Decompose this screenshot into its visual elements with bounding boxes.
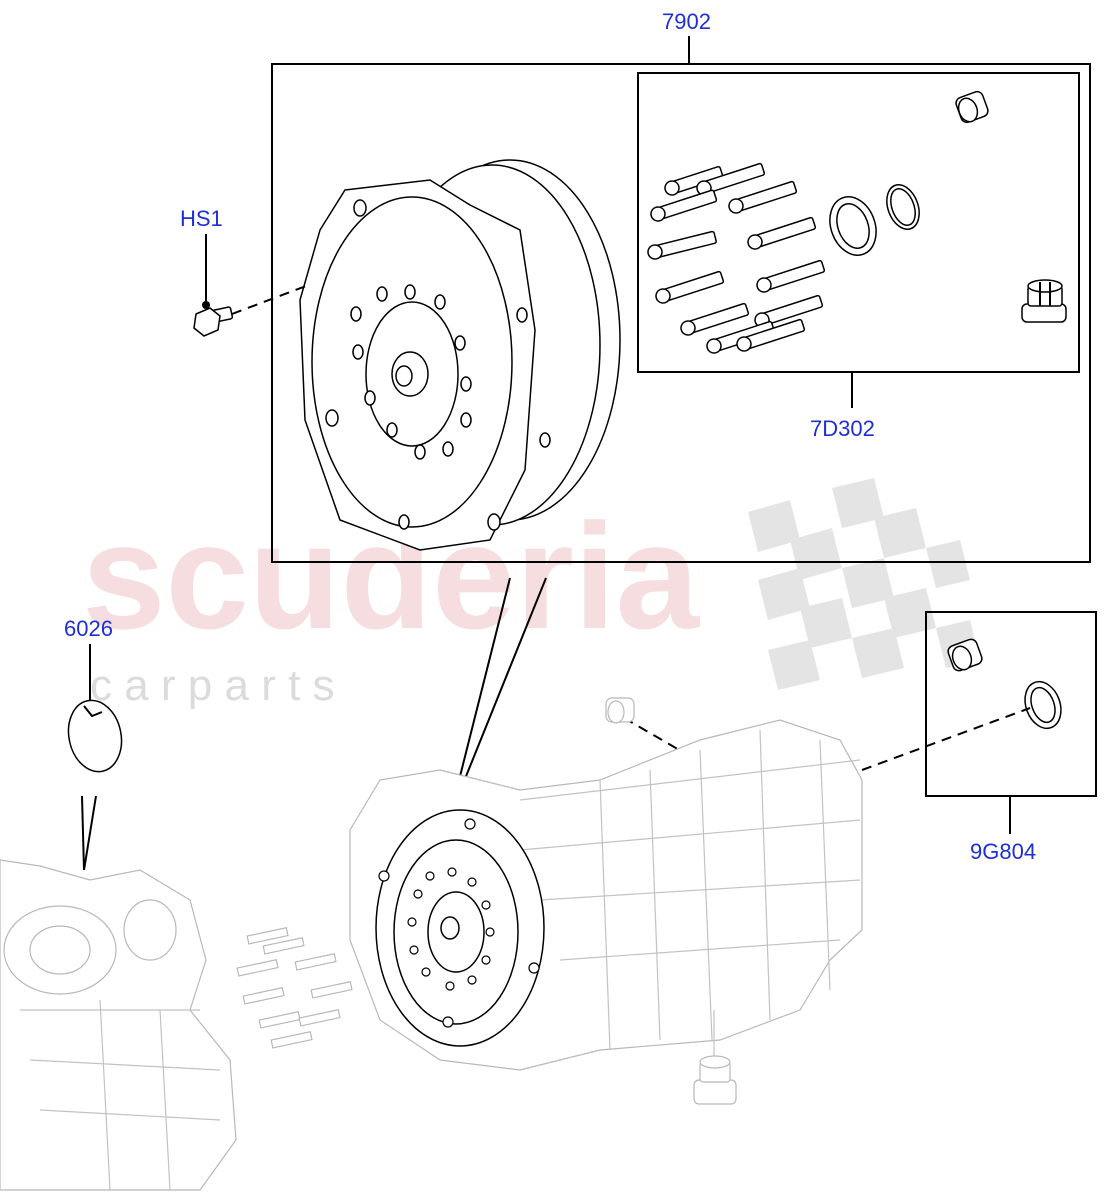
callout-7d302[interactable]: 7D302 xyxy=(810,372,875,441)
transmission-bolts xyxy=(236,927,353,1049)
watermark-tagline: c a r p a r t s xyxy=(90,661,335,710)
callout-6026[interactable]: 6026 xyxy=(64,616,113,708)
engine-block xyxy=(0,859,237,1191)
breather-plug-icon xyxy=(605,697,635,724)
callout-hs1[interactable]: HS1 xyxy=(180,206,223,309)
cover-disc-icon xyxy=(67,699,123,773)
bolt-kit-box xyxy=(637,72,1080,373)
callout-7902[interactable]: 7902 xyxy=(662,9,711,64)
plug-cap-icon xyxy=(955,90,989,124)
hs1-mount-line xyxy=(231,285,307,315)
seal-mount-line xyxy=(861,707,1031,771)
checkered-flag-watermark xyxy=(748,478,980,690)
bottom-drain-plug-icon xyxy=(693,1055,737,1105)
callout-hs1-label[interactable]: HS1 xyxy=(180,206,223,231)
transmission-housing xyxy=(349,719,863,1071)
callout-9g804[interactable]: 9G804 xyxy=(970,796,1036,864)
callout-7902-label[interactable]: 7902 xyxy=(662,9,711,34)
bolt-set xyxy=(647,162,826,354)
hex-bolt-icon xyxy=(193,306,234,337)
callout-9g804-label[interactable]: 9G804 xyxy=(970,839,1036,864)
seal-plug-icon xyxy=(947,638,983,672)
callout-7d302-label[interactable]: 7D302 xyxy=(810,416,875,441)
callout-6026-label[interactable]: 6026 xyxy=(64,616,113,641)
torque-converter-kit-box xyxy=(271,63,1091,563)
seal-rings xyxy=(829,184,920,256)
torque-converter xyxy=(299,159,621,551)
drain-plug-icon xyxy=(1021,279,1067,323)
callout-hs1-dot xyxy=(202,301,210,309)
seal-ring-icon xyxy=(1024,680,1062,730)
cover-pointer xyxy=(81,795,97,871)
